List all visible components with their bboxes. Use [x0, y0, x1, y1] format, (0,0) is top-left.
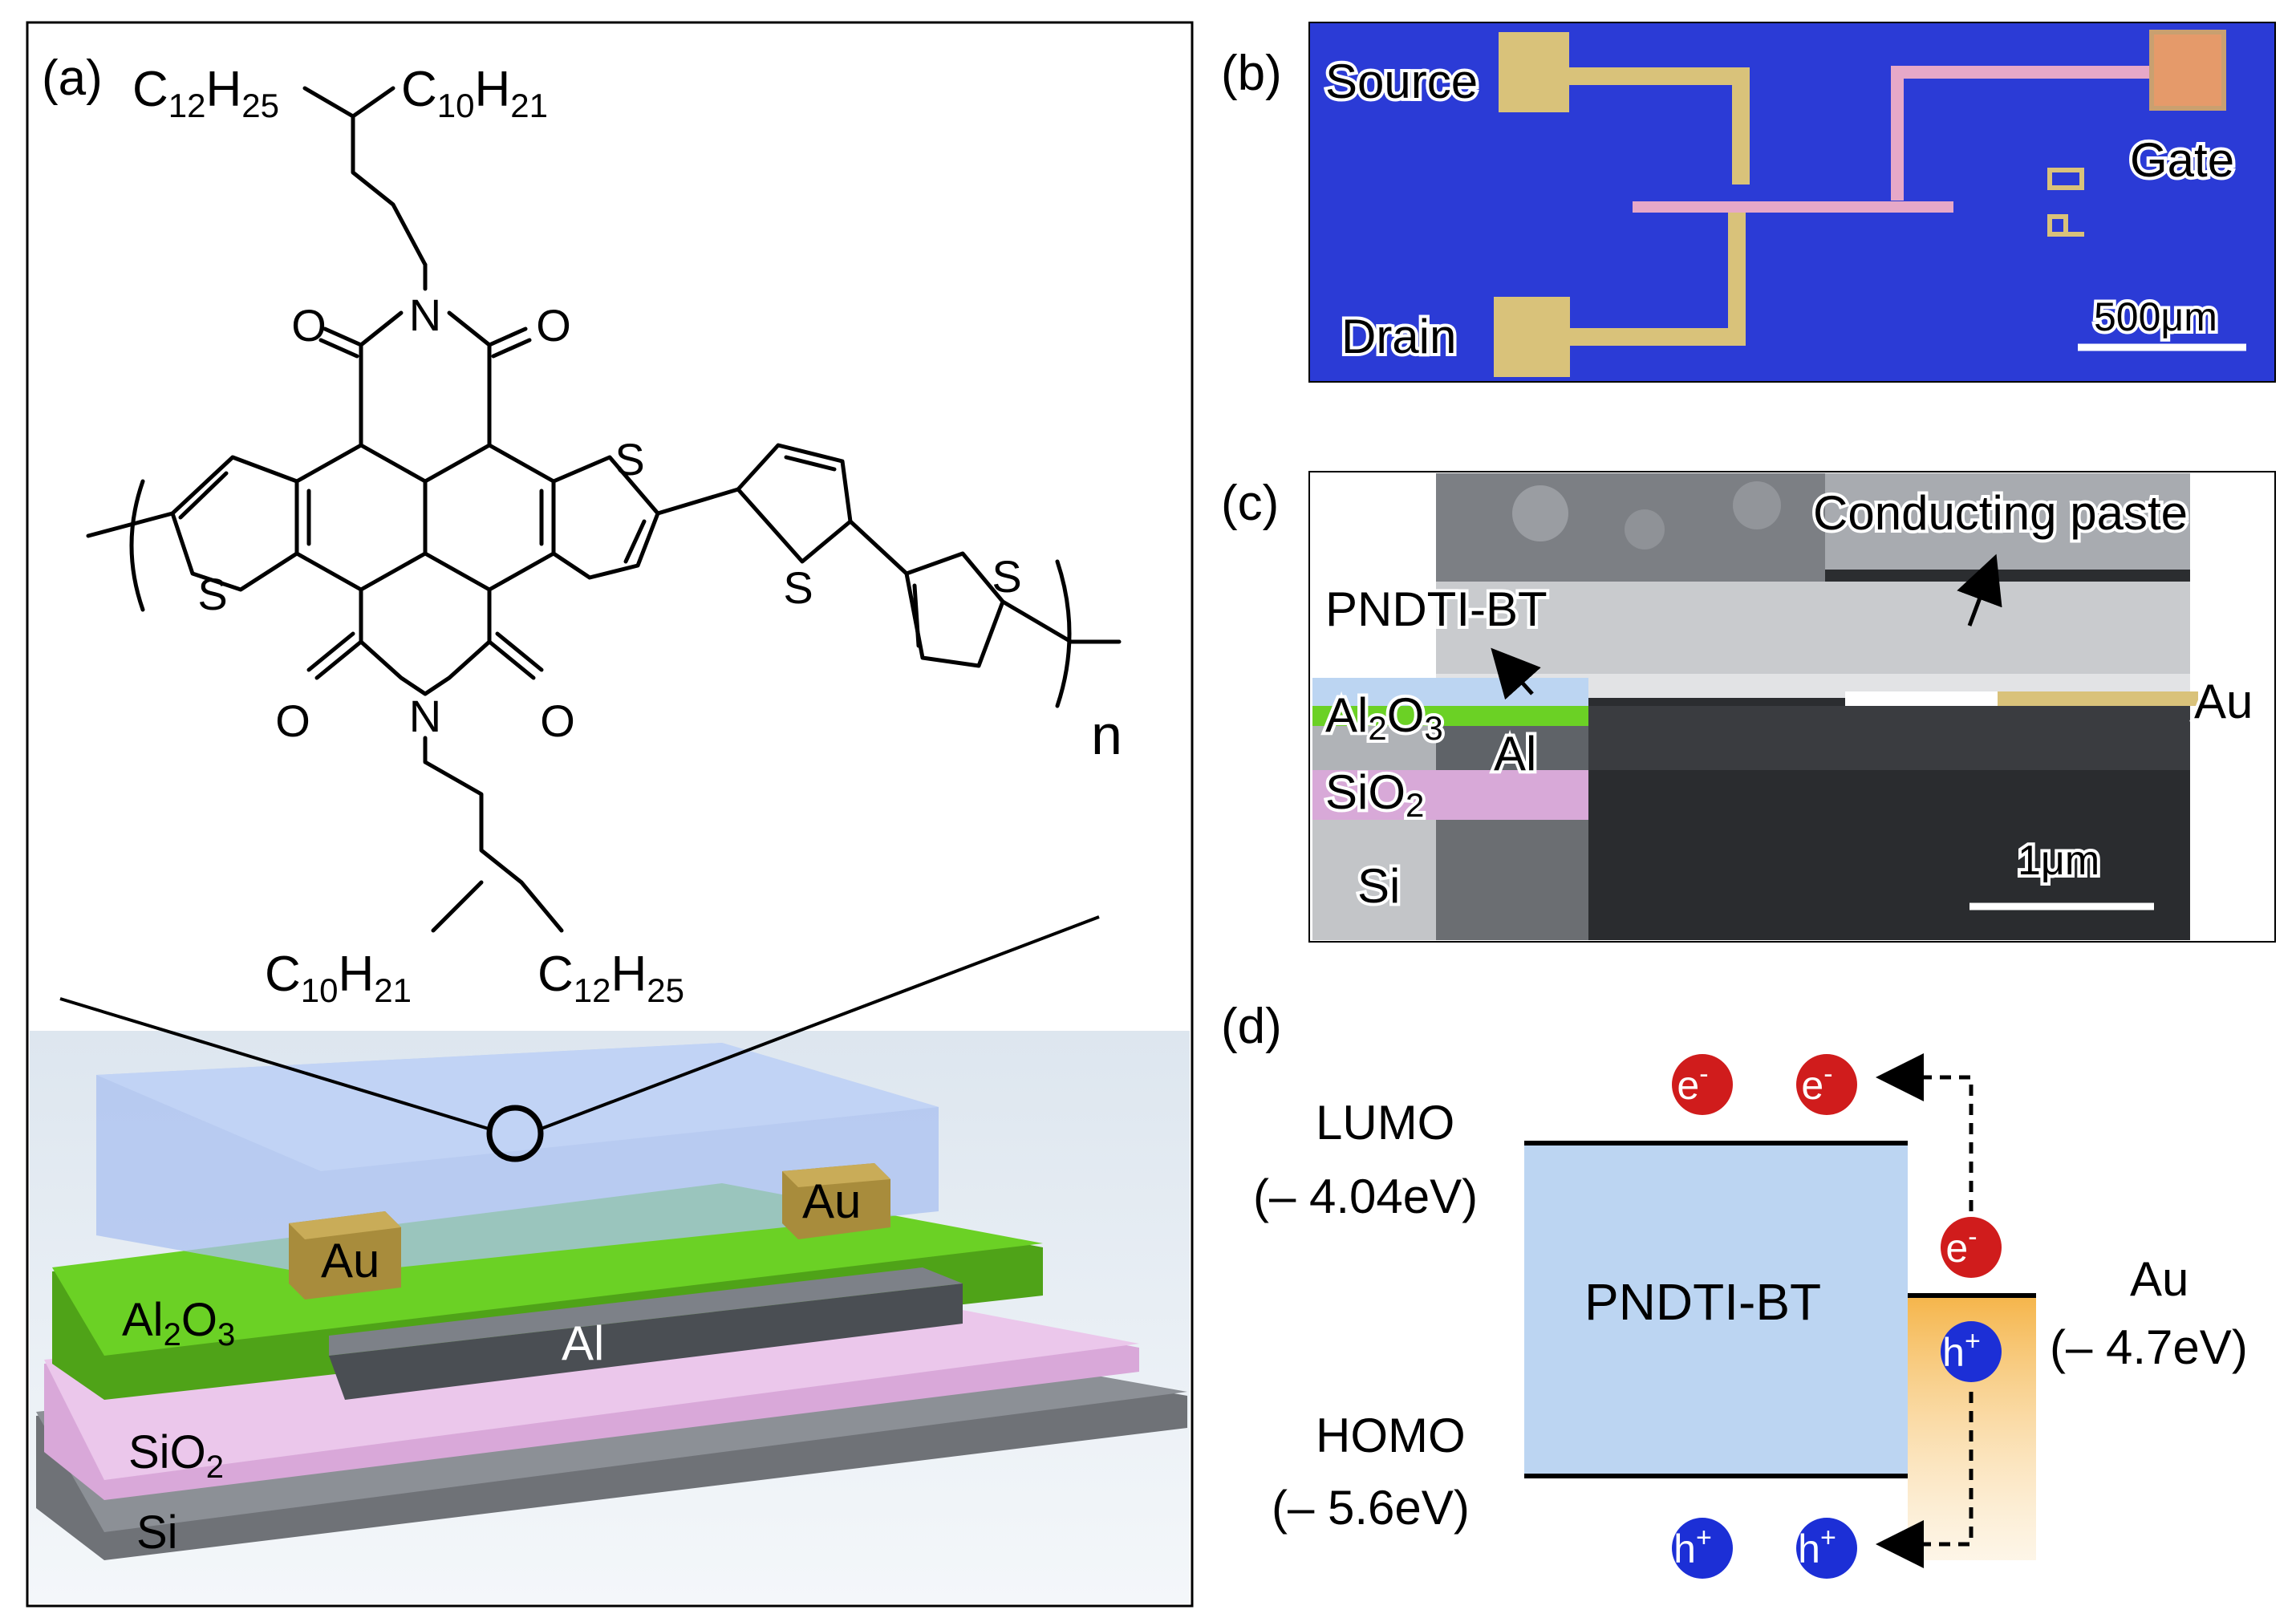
- label-au-d: Au: [2130, 1252, 2189, 1306]
- label-source: Source: [1325, 55, 1478, 108]
- atom-s-right: S: [615, 434, 644, 485]
- scale-bar-label: 500μm: [2094, 294, 2217, 339]
- atom-s-left: S: [197, 569, 227, 619]
- semiconductor-gap-box: [1524, 1143, 1908, 1476]
- layer-al: [329, 1283, 963, 1400]
- gate-line: [1891, 66, 2158, 201]
- electron-1: e-: [1672, 1054, 1733, 1115]
- hole-1: h+: [1941, 1321, 2002, 1382]
- label-homo-value: (– 5.6eV): [1272, 1481, 1470, 1535]
- svg-text:C12H25: C12H25: [132, 62, 279, 124]
- label-al: Al: [562, 1316, 604, 1370]
- atom-s-thiophene-2: S: [992, 551, 1021, 602]
- repeat-unit-n: n: [1091, 704, 1122, 766]
- label-au-left: Au: [321, 1234, 379, 1287]
- label-al-c: Al: [1494, 727, 1536, 781]
- source-pad: [1499, 32, 1569, 112]
- label-au-c: Au: [2194, 675, 2253, 728]
- label-al2o3-c: Al2O3: [1325, 688, 1443, 747]
- alkyl-chain-bottom-label: C10H21 C12H25: [265, 947, 684, 1009]
- arrow-conducting-paste: [1957, 554, 2002, 626]
- atom-o-top-right: O: [536, 300, 571, 351]
- label-drain: Drain: [1341, 310, 1456, 363]
- alignment-mark-2: [2047, 214, 2068, 237]
- stack-si: [1312, 820, 1436, 940]
- label-semiconductor-d: PNDTI-BT: [1584, 1273, 1821, 1331]
- electron-transfer-arrow: [1876, 1053, 1974, 1211]
- alignment-mark-1: [2047, 168, 2084, 190]
- alkyl-chain-top-label: C12H25 C10H21: [132, 62, 548, 124]
- electron-3: e-: [1941, 1217, 2002, 1278]
- svg-text:C12H25: C12H25: [537, 947, 684, 1009]
- panel-a: (a) C12H25 C10H21: [26, 21, 1194, 1608]
- drain-pad: [1494, 297, 1570, 377]
- panel-d: (d) LUMO (– 4.04eV) HOMO (– 5.6eV) PNDTI…: [1221, 999, 2248, 1579]
- electron-2: e-: [1796, 1054, 1857, 1115]
- svg-text:h+: h+: [1798, 1523, 1836, 1571]
- polymer-structure: [86, 86, 1122, 933]
- source-line: [1569, 67, 1750, 185]
- atom-n-top: N: [409, 290, 441, 340]
- hole-3: h+: [1796, 1518, 1857, 1579]
- arrow-pndti: [1491, 647, 1541, 700]
- stack-al: [1436, 726, 1588, 770]
- zoom-line-left: [59, 997, 492, 1131]
- label-lumo: LUMO: [1316, 1096, 1454, 1150]
- hole-2: h+: [1672, 1518, 1733, 1579]
- gate-pad: [2149, 30, 2226, 111]
- stack-al2o3: [1312, 678, 1588, 706]
- polymer-atom-labels: N O O S S N O O S S: [197, 290, 1021, 746]
- label-al2o3: Al2O3: [122, 1294, 235, 1352]
- panel-b-label: (b): [1221, 46, 1282, 101]
- drain-line: [1569, 210, 1746, 346]
- sem-scale-label: 1μm: [2018, 837, 2099, 884]
- au-contact: [1845, 691, 1998, 706]
- label-sio2: SiO2: [128, 1426, 224, 1485]
- zoom-circle: [486, 1105, 544, 1162]
- label-si: Si: [136, 1506, 178, 1559]
- atom-n-bottom: N: [409, 691, 441, 741]
- zoom-line-right: [538, 915, 1100, 1131]
- atom-o-bottom-left: O: [275, 695, 310, 746]
- panel-d-label: (d): [1221, 999, 1282, 1054]
- label-sio2-c: SiO2: [1325, 765, 1424, 824]
- svg-text:h+: h+: [1942, 1326, 1981, 1375]
- label-lumo-value: (– 4.04eV): [1253, 1170, 1478, 1223]
- atom-o-bottom-right: O: [540, 695, 575, 746]
- label-conducting-paste: Conducting paste: [1813, 486, 2188, 540]
- label-si-c: Si: [1357, 859, 1400, 913]
- svg-text:e-: e-: [1801, 1059, 1832, 1108]
- au-electrode-right: [782, 1163, 890, 1239]
- device-schematic: Au Au Al Al2O3 SiO2 Si: [30, 915, 1190, 1604]
- label-au-right: Au: [802, 1174, 861, 1228]
- label-homo: HOMO: [1316, 1409, 1466, 1462]
- panel-c-label: (c): [1221, 476, 1279, 531]
- au-electrode-left: [289, 1211, 401, 1300]
- semiconductor-film: [1436, 582, 2190, 678]
- svg-text:h+: h+: [1673, 1523, 1712, 1571]
- atom-s-thiophene-1: S: [783, 562, 813, 613]
- svg-text:e-: e-: [1677, 1059, 1708, 1108]
- panel-a-label: (a): [42, 51, 103, 106]
- svg-text:C10H21: C10H21: [401, 62, 548, 124]
- label-pndti-bt: PNDTI-BT: [1325, 582, 1548, 636]
- label-gate: Gate: [2130, 133, 2234, 187]
- panel-b: (b) Source Drain Gate 500μm: [1221, 22, 2276, 383]
- stack-sio2: [1312, 770, 1588, 820]
- svg-text:C10H21: C10H21: [265, 947, 412, 1009]
- panel-c: (c) Conducting paste PNDTI-BT Al2O3 Al S…: [1221, 471, 2276, 943]
- atom-o-top-left: O: [291, 300, 327, 351]
- svg-text:e-: e-: [1945, 1222, 1977, 1271]
- label-au-value: (– 4.7eV): [2050, 1320, 2248, 1374]
